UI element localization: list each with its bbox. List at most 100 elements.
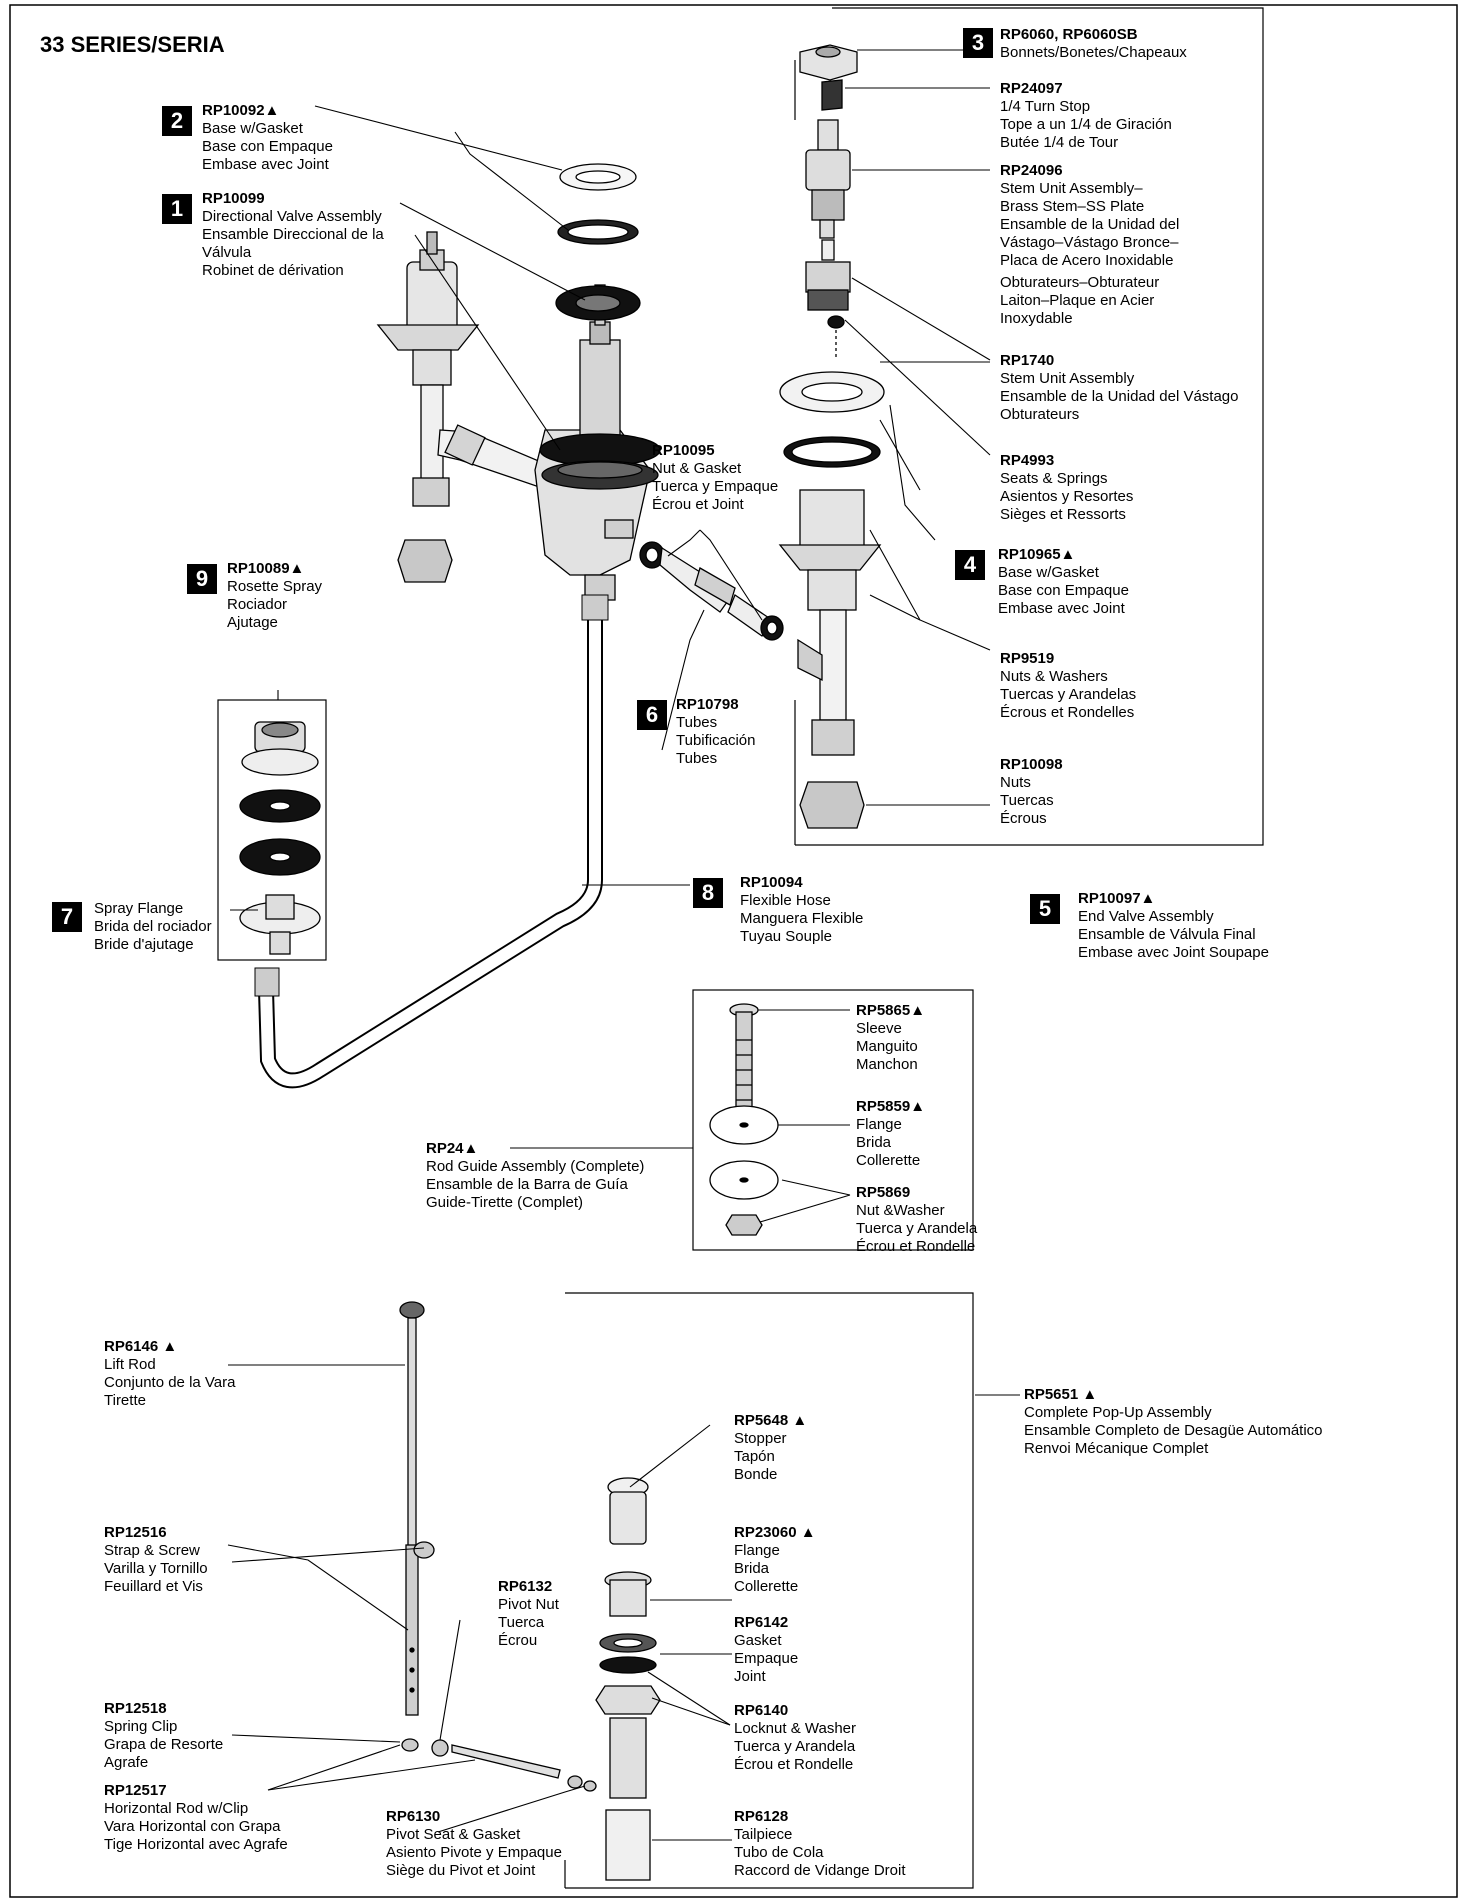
part-desc: Laiton–Plaque en Acier — [1000, 292, 1155, 309]
part-number: RP5648 ▲ — [734, 1412, 808, 1429]
spray-group-box — [217, 699, 327, 961]
part-desc: Joint — [734, 1668, 766, 1685]
part-desc: Inoxydable — [1000, 310, 1073, 327]
part-number: RP24097 — [1000, 80, 1063, 97]
part-desc: Bonnets/Bonetes/Chapeaux — [1000, 44, 1187, 61]
part-desc: Tapón — [734, 1448, 775, 1465]
part-desc: Ensamble de la Barra de Guía — [426, 1176, 628, 1193]
part-desc: Brida del rociador — [94, 918, 212, 935]
part-desc: 1/4 Turn Stop — [1000, 98, 1091, 115]
part-desc: Tubes — [676, 714, 718, 731]
part-desc: Tuyau Souple — [740, 928, 833, 945]
part-desc: Tuerca y Empaque — [652, 478, 779, 495]
part-number: RP12518 — [104, 1700, 167, 1717]
label-rp12517: RP12517 Horizontal Rod w/Clip Vara Horiz… — [104, 1782, 288, 1854]
part-desc: Butée 1/4 de Tour — [1000, 134, 1119, 151]
part-number: RP6130 — [386, 1808, 441, 1825]
part-number: RP23060 ▲ — [734, 1524, 816, 1541]
outer-frame — [9, 4, 1458, 1898]
label-rp9519: RP9519 Nuts & Washers Tuercas y Arandela… — [1000, 650, 1136, 722]
part-desc: Stopper — [734, 1430, 787, 1447]
part-desc: Tuerca y Arandela — [734, 1738, 856, 1755]
part-desc: Tubo de Cola — [734, 1844, 824, 1861]
part-desc: Manchon — [856, 1056, 918, 1073]
part-desc: Rod Guide Assembly (Complete) — [426, 1158, 645, 1175]
part-desc: Ensamble Completo de Desagüe Automático — [1024, 1422, 1323, 1439]
part-desc: Base con Empaque — [998, 582, 1129, 599]
part-desc: Seats & Springs — [1000, 470, 1108, 487]
part-desc: Nuts & Washers — [1000, 668, 1108, 685]
part-desc: Embase avec Joint Soupape — [1078, 944, 1269, 961]
rod-guide-parts — [709, 1003, 779, 1236]
part-number: RP5859▲ — [856, 1098, 926, 1115]
part-desc: Nut &Washer — [856, 1202, 945, 1219]
part-desc: Ensamble Direccional de la — [202, 226, 384, 243]
label-rp24: RP24▲ Rod Guide Assembly (Complete) Ensa… — [426, 1140, 644, 1212]
label-rp10092: RP10092▲ Base w/Gasket Base con Empaque … — [202, 102, 333, 174]
base-gasket-stack — [555, 163, 641, 321]
label-rp6132: RP6132 Pivot Nut Tuerca Écrou — [498, 1578, 559, 1650]
part-desc: Tuercas y Arandelas — [1000, 686, 1137, 703]
part-number: RP10089▲ — [227, 560, 305, 577]
label-spray-flange: Spray Flange Brida del rociador Bride d'… — [94, 900, 212, 954]
part-desc: Asiento Pivote y Empaque — [386, 1844, 562, 1861]
label-rp4993: RP4993 Seats & Springs Asientos y Resort… — [1000, 452, 1133, 524]
part-desc: Raccord de Vidange Droit — [734, 1862, 906, 1879]
label-rp6140: RP6140 Locknut & Washer Tuerca y Arandel… — [734, 1702, 856, 1774]
part-desc: Asientos y Resortes — [1000, 488, 1134, 505]
label-rp5651: RP5651 ▲ Complete Pop-Up Assembly Ensamb… — [1024, 1386, 1323, 1458]
hose-fitting — [254, 967, 280, 997]
part-number: RP6140 — [734, 1702, 789, 1719]
part-number: RP5869 — [856, 1184, 911, 1201]
callout-number-6: 6 — [637, 700, 667, 730]
part-desc: Spring Clip — [104, 1718, 178, 1735]
part-desc: Collerette — [856, 1152, 921, 1169]
part-number: RP12517 — [104, 1782, 167, 1799]
hose-top-fitting — [581, 594, 609, 621]
leader-lines — [227, 49, 1020, 1841]
part-desc: Manguera Flexible — [740, 910, 864, 927]
part-number: RP10094 — [740, 874, 803, 891]
part-desc: Agrafe — [104, 1754, 149, 1771]
hose-to-center — [437, 424, 561, 491]
part-desc: Nut & Gasket — [652, 460, 742, 477]
label-rp10099: RP10099 Directional Valve Assembly Ensam… — [202, 190, 384, 280]
part-desc: Écrous — [1000, 810, 1047, 827]
part-number: RP12516 — [104, 1524, 167, 1541]
part-desc: Embase avec Joint — [202, 156, 329, 173]
part-desc: Manguito — [856, 1038, 918, 1055]
label-rp10094: RP10094 Flexible Hose Manguera Flexible … — [740, 874, 863, 946]
part-desc: Siège du Pivot et Joint — [386, 1862, 536, 1879]
part-desc: Brass Stem–SS Plate — [1000, 198, 1145, 215]
label-rp10095: RP10095 Nut & Gasket Tuerca y Empaque Éc… — [652, 442, 778, 514]
part-desc: Tuercas — [1000, 792, 1054, 809]
label-rp10089: RP10089▲ Rosette Spray Rociador Ajutage — [227, 560, 322, 632]
part-desc: Guide-Tirette (Complet) — [426, 1194, 583, 1211]
tube-assembly — [639, 541, 784, 641]
part-desc: Spray Flange — [94, 900, 184, 917]
label-rp12516: RP12516 Strap & Screw Varilla y Tornillo… — [104, 1524, 208, 1596]
hot-valve-body — [376, 231, 480, 583]
part-desc: Gasket — [734, 1632, 782, 1649]
label-rp24097: RP24097 1/4 Turn Stop Tope a un 1/4 de G… — [1000, 80, 1172, 152]
part-desc: Écrou — [498, 1632, 538, 1649]
flexible-hose-inner — [260, 604, 601, 1087]
callout-number-8: 8 — [693, 878, 723, 908]
end-valve-group-box — [795, 7, 1264, 846]
rod-guide-group-box — [692, 989, 974, 1251]
part-desc: Base con Empaque — [202, 138, 333, 155]
part-desc: Ensamble de Válvula Final — [1078, 926, 1256, 943]
part-desc: Tige Horizontal avec Agrafe — [104, 1836, 288, 1853]
part-desc: Vara Horizontal con Grapa — [104, 1818, 281, 1835]
part-desc: Nuts — [1000, 774, 1031, 791]
part-number: RP1740 — [1000, 352, 1055, 369]
callout-number-9: 9 — [187, 564, 217, 594]
part-desc: Empaque — [734, 1650, 799, 1667]
label-rp12518: RP12518 Spring Clip Grapa de Resorte Agr… — [104, 1700, 223, 1772]
part-desc: Sièges et Ressorts — [1000, 506, 1126, 523]
part-number: RP10097▲ — [1078, 890, 1156, 907]
part-number: RP10099 — [202, 190, 265, 207]
label-rp5865: RP5865▲ Sleeve Manguito Manchon — [856, 1002, 925, 1074]
part-desc: Écrou et Rondelle — [856, 1238, 976, 1255]
part-desc: Rosette Spray — [227, 578, 323, 595]
